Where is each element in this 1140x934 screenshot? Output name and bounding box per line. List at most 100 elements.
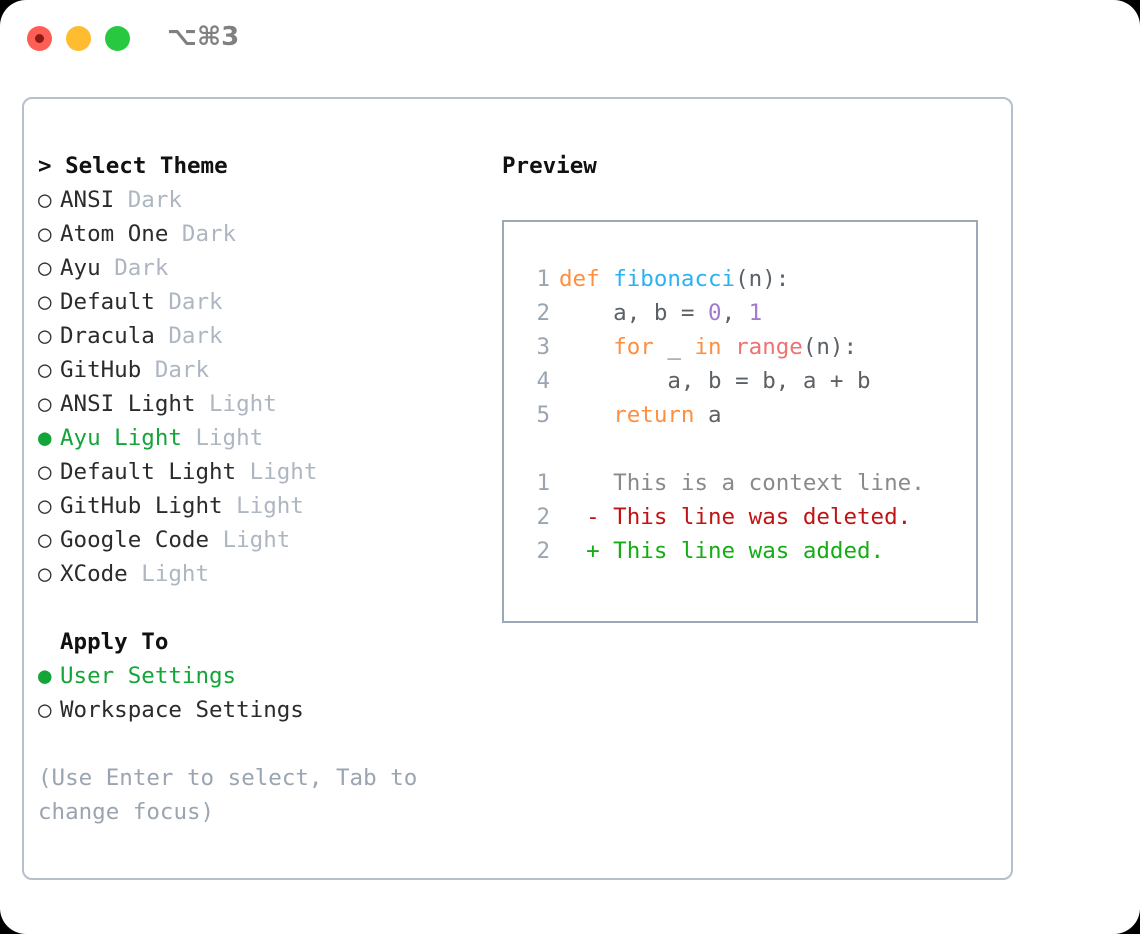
theme-option-variant-tag: Light — [195, 425, 264, 451]
theme-option-default[interactable]: ○Default Dark — [38, 285, 468, 319]
radio-unselected-icon: ○ — [38, 323, 52, 349]
theme-option-label: GitHub — [60, 357, 155, 383]
radio-unselected-icon: ○ — [38, 561, 52, 587]
code-token: return — [613, 402, 695, 428]
radio-unselected-icon: ○ — [38, 357, 52, 383]
code-token: for — [613, 334, 654, 360]
theme-option-variant-tag: Light — [141, 561, 210, 587]
code-token: def — [559, 266, 614, 292]
code-token: _ — [653, 334, 695, 360]
main-panel: > Select Theme ○ANSI Dark○Atom One Dark○… — [22, 97, 1013, 880]
radio-unselected-icon: ○ — [38, 697, 52, 723]
diff-line-number: 1 — [536, 470, 550, 496]
code-token — [559, 334, 613, 360]
diff-line-number: 2 — [536, 504, 550, 530]
code-line: 5 return a — [524, 398, 976, 432]
code-token: (n): — [802, 334, 858, 360]
code-token: , — [721, 300, 749, 326]
radio-selected-icon: ● — [38, 663, 52, 689]
title-bar: ⌥⌘3 — [0, 0, 1140, 78]
code-token: in — [694, 334, 722, 360]
theme-option-variant-tag: Dark — [114, 255, 169, 281]
code-token: range — [735, 334, 803, 360]
theme-option-label: Google Code — [60, 527, 223, 553]
theme-option-google-code[interactable]: ○ Google Code Light — [38, 523, 468, 557]
theme-option-variant-tag: Dark — [181, 221, 237, 247]
apply-to-option-user-settings[interactable]: ● User Settings — [38, 659, 468, 693]
theme-option-variant-tag: Dark — [168, 323, 223, 349]
code-line: 1 def fibonacci(n): — [524, 262, 976, 296]
code-token: fibonacci — [613, 266, 736, 292]
apply-to-option-label: Workspace Settings — [60, 697, 304, 723]
code-line-number: 5 — [536, 402, 550, 428]
diff-line-number: 2 — [536, 538, 550, 564]
radio-unselected-icon: ○ — [38, 289, 52, 315]
theme-list: ○ANSI Dark○Atom One Dark○Ayu Dark○Defaul… — [38, 183, 468, 591]
code-token — [722, 334, 736, 360]
theme-option-variant-tag: Dark — [154, 357, 210, 383]
theme-option-label: Dracula — [60, 323, 169, 349]
apply-to-option-workspace-settings[interactable]: ○ Workspace Settings — [38, 693, 468, 727]
code-line-number: 2 — [536, 300, 550, 326]
apply-to-option-label: User Settings — [60, 663, 237, 689]
theme-option-github[interactable]: ○ GitHub Dark — [38, 353, 468, 387]
theme-option-github-light[interactable]: ○GitHub Light Light — [38, 489, 468, 523]
traffic-light-controls — [27, 26, 130, 51]
theme-option-ayu[interactable]: ○ Ayu Dark — [38, 251, 468, 285]
code-token: a, b = b, a + b — [559, 368, 871, 394]
code-token: (n): — [735, 266, 790, 292]
radio-unselected-icon: ○ — [38, 221, 52, 247]
radio-unselected-icon: ○ — [38, 493, 52, 519]
radio-unselected-icon: ○ — [38, 187, 52, 213]
radio-unselected-icon: ○ — [38, 527, 52, 553]
list-spacer — [38, 591, 468, 625]
code-line-number: 4 — [536, 368, 550, 394]
radio-unselected-icon: ○ — [38, 391, 52, 417]
theme-option-ansi-light[interactable]: ○ ANSI Light Light — [38, 387, 468, 421]
theme-option-label: Ayu — [60, 255, 115, 281]
diff-sample: 1 This is a context line. 2 - This line w… — [524, 466, 976, 568]
theme-option-variant-tag: Light — [222, 527, 291, 553]
code-line-number: 3 — [536, 334, 550, 360]
theme-option-ansi[interactable]: ○ ANSI Dark — [38, 183, 468, 217]
code-token: 0 — [708, 300, 722, 326]
maximize-window-button[interactable] — [105, 26, 130, 51]
theme-option-xcode[interactable]: ○ XCode Light — [38, 557, 468, 591]
close-window-button[interactable] — [27, 26, 52, 51]
radio-selected-icon: ● — [38, 425, 52, 451]
diff-line-del: 2 - This line was deleted. — [524, 500, 976, 534]
theme-option-default-light[interactable]: ○Default Light Light — [38, 455, 468, 489]
theme-option-label: Ayu Light — [60, 425, 196, 451]
theme-option-label: Atom One — [60, 221, 182, 247]
diff-line-text: - This line was deleted. — [559, 504, 912, 530]
radio-unselected-icon: ○ — [38, 255, 52, 281]
theme-option-label: ANSI — [60, 187, 128, 213]
theme-option-ayu-light[interactable]: ● Ayu Light Light — [38, 421, 468, 455]
preview-heading: Preview — [502, 153, 597, 179]
code-line: 2 a, b = 0, 1 — [524, 296, 976, 330]
code-token: a, b = — [559, 300, 709, 326]
code-diff-spacer — [524, 432, 976, 466]
apply-to-heading: Apply To — [60, 629, 169, 655]
minimize-window-button[interactable] — [66, 26, 91, 51]
code-line-number: 1 — [536, 266, 550, 292]
theme-option-variant-tag: Light — [209, 391, 277, 417]
theme-option-variant-tag: Light — [249, 459, 318, 485]
theme-option-variant-tag: Light — [236, 493, 304, 519]
theme-option-atom-one[interactable]: ○ Atom One Dark — [38, 217, 468, 251]
theme-option-label: Default — [60, 289, 169, 315]
theme-option-variant-tag: Dark — [127, 187, 182, 213]
theme-option-label: ANSI Light — [60, 391, 210, 417]
theme-selection-column: > Select Theme ○ANSI Dark○Atom One Dark○… — [38, 149, 468, 829]
select-theme-heading: > Select Theme — [38, 153, 228, 179]
theme-option-dracula[interactable]: ○ Dracula Dark — [38, 319, 468, 353]
diff-line-text: This is a context line. — [559, 470, 925, 496]
apply-to-list: ● User Settings ○ Workspace Settings — [38, 659, 468, 727]
theme-option-label: XCode — [60, 561, 142, 587]
keyboard-hint-text: (Use Enter to select, Tab to change focu… — [38, 765, 418, 825]
diff-line-text: + This line was added. — [559, 538, 885, 564]
